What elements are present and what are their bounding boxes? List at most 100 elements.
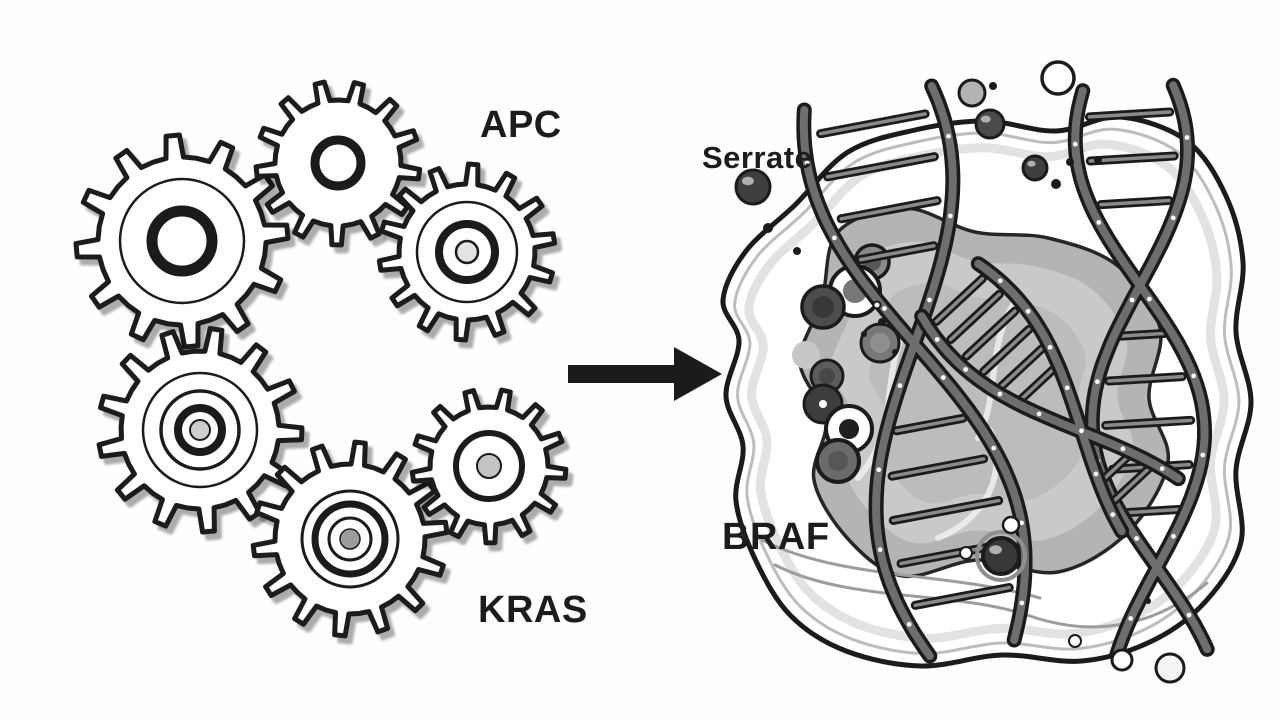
dot [793,247,801,255]
dna-strand-speckle [1147,296,1152,302]
dna-rung-core [1020,367,1055,401]
gear-mid-left [96,326,305,535]
dna-strand [974,259,1126,536]
dot [1094,156,1102,164]
dna-rung-core [964,309,1017,358]
dna-strand-speckle [934,337,940,342]
gear-hub-ring [118,177,246,305]
gear-hub-ring [311,500,389,578]
dna-strand-speckle [1072,141,1078,147]
dna-strand [1071,86,1209,659]
dna-strand-speckle [1159,466,1165,471]
dna-strand [799,106,1029,644]
gear-hub-ring [327,516,373,562]
dot [1051,179,1061,189]
gear-hub-ring [339,528,361,550]
gear-hub-ring [310,135,366,191]
dna-helix-right [1067,77,1215,663]
dna-rung-core [948,292,1002,342]
white-dot [872,300,882,310]
dna-strand [917,312,1183,483]
organelle [859,322,901,364]
dot [878,318,886,326]
dna-rung-core [839,198,939,221]
white-circle [1001,515,1021,535]
dna-rung-core [913,585,1011,608]
particles-group [734,60,1186,684]
gear-hub-ring [146,205,218,277]
dna-strand-speckle [804,160,810,166]
white-circle [1040,60,1076,96]
dna-strand [1088,81,1212,654]
dna-strand-speckle [1093,471,1099,477]
dna-strand-speckle [997,391,1003,397]
gear-hub-ring [189,419,211,441]
organelle [815,438,861,484]
dna-strand-speckle [940,375,946,380]
dna-strand-speckle [1128,616,1134,621]
gears-group [73,79,569,639]
label-serrate: Serrate [702,140,812,175]
gear-hub-ring [300,489,400,589]
dna-strand-speckle [1120,446,1126,452]
dot [1145,598,1151,604]
dna-strand-speckle [1129,297,1135,303]
dna-rung-core [818,112,927,136]
dna-strand-speckle [1064,385,1070,391]
ringed-sphere [975,530,1027,582]
dna-strand-speckle [1047,344,1053,350]
gear-top-left [73,132,291,350]
dna-strand-speckle [877,547,883,553]
dna-rung-core [1103,418,1193,428]
dna-rung-core [1112,467,1151,503]
dna-strand-speckle [1191,373,1197,379]
dna-strand-speckle [1184,135,1190,140]
label-kras: KRAS [478,589,588,631]
dot [1066,158,1074,166]
label-braf: BRAF [722,516,830,558]
white-blob [1154,652,1186,684]
gear-hub-ring [415,200,519,304]
label-apc: APC [480,104,562,146]
dna-rung-core [1088,154,1176,163]
dna-strand-speckle [882,306,887,311]
dna-strand-speckle [1019,520,1024,526]
dna-strand-speckle [1025,308,1031,314]
arrow-group [568,347,722,401]
dna-strand-speckle [876,467,882,473]
white-circle [1110,648,1134,672]
dna-rung-core [1126,507,1181,515]
gray-circle [957,78,987,108]
organelle [800,284,846,330]
dna-strand-speckle [1110,512,1116,517]
dna-strand-speckle [963,367,968,372]
dot [861,331,867,337]
dna-rung-core [858,244,936,262]
gear-hub-ring [454,239,480,265]
dna-rung-core [890,457,986,478]
dna-strand-speckle [1186,612,1192,618]
dna-strand-speckle [1095,379,1100,385]
dna-strand-speckle [1036,411,1042,417]
membrane-sphere [974,108,1006,140]
dna-rung-core [1087,110,1172,119]
gear-hub-ring [174,404,226,456]
dna-strand-speckle [1019,600,1025,606]
dna-rung-core [981,327,1031,374]
transition-arrow [568,347,722,401]
organelle [792,341,820,369]
dna-rung-core [1101,454,1130,482]
gear-bottom-middle [250,439,450,639]
dna-rung-core [891,498,1001,523]
dna-strand-speckle [948,213,953,219]
dot [989,82,997,90]
dot [892,349,898,355]
dna-rung-core [1000,347,1044,388]
dna-rung-core [1118,331,1167,338]
dna-rung-core [1099,198,1171,207]
dna-rung-core [894,416,965,433]
dna-strand [872,82,957,660]
dna-strand-speckle [1170,215,1176,221]
dna-rung-core [825,154,937,179]
